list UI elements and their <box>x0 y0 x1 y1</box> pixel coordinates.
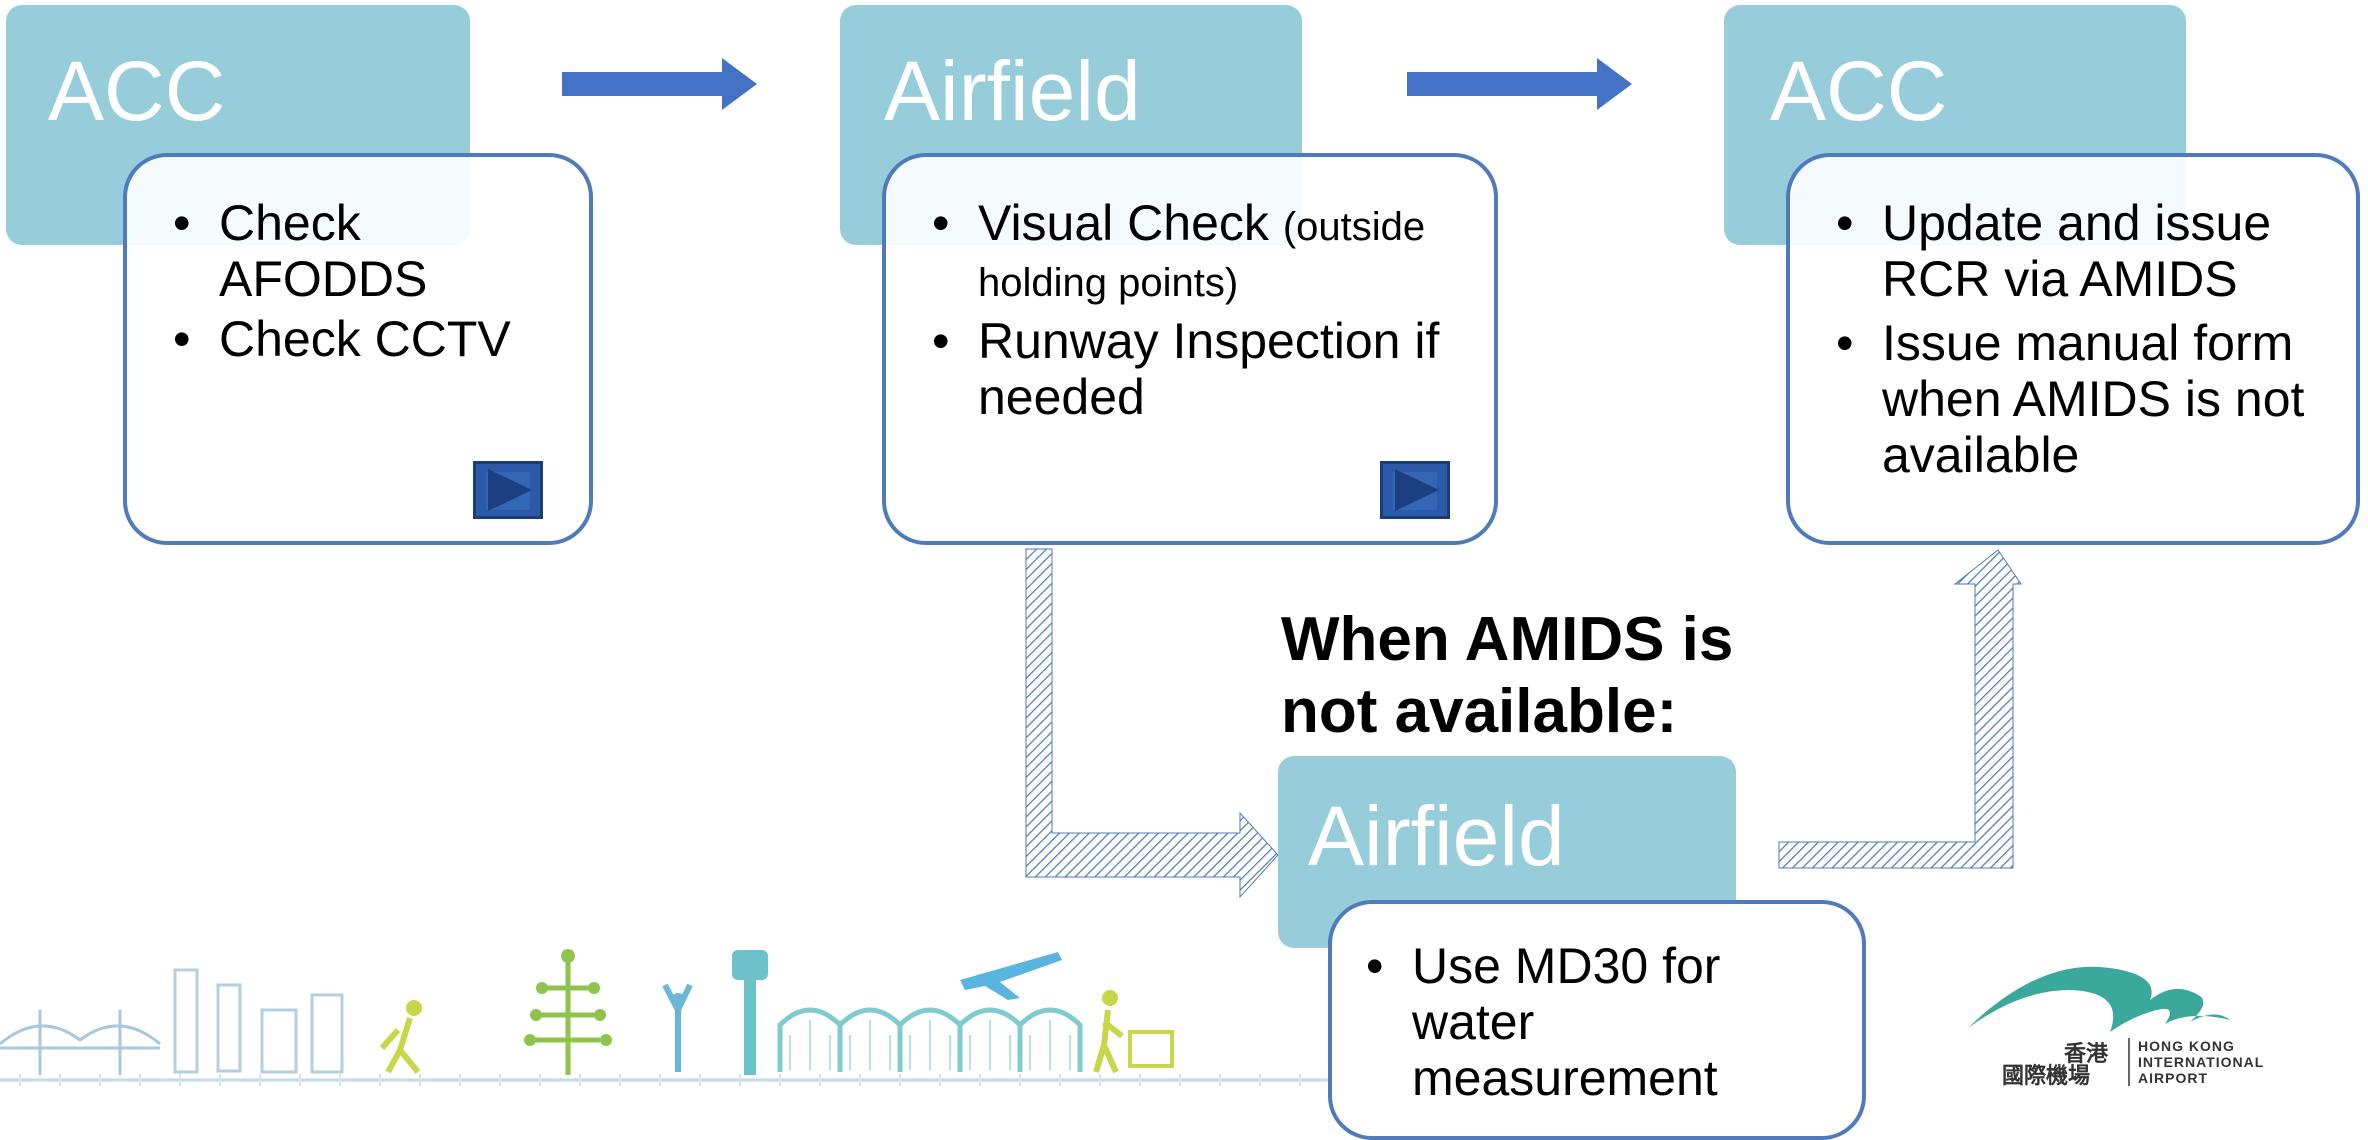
flow-arrow-1 <box>562 58 757 110</box>
logo-divider <box>2128 1038 2130 1086</box>
detour-arrow-down <box>1025 548 1279 899</box>
hkia-logo: 香港 國際機場 HONG KONG INTERNATIONAL AIRPORT <box>1960 940 2320 1100</box>
alternate-list: Use MD30 for water measurement <box>1366 938 1842 1106</box>
step1-header-label: ACC <box>48 44 226 138</box>
flow-arrow-2 <box>1407 58 1632 110</box>
logo-english-2: INTERNATIONAL <box>2138 1054 2265 1070</box>
step3-item-2: Issue manual form when AMIDS is not avai… <box>1836 315 2336 483</box>
step2-item-1-main: Visual Check <box>978 195 1269 251</box>
step2-next-button[interactable] <box>1380 461 1450 519</box>
step1-item-2: Check CCTV <box>173 311 569 367</box>
step3-item-1: Update and issue RCR via AMIDS <box>1836 195 2336 307</box>
logo-chinese-1: 香港 <box>2064 1041 2109 1066</box>
step3-box: Update and issue RCR via AMIDS Issue man… <box>1786 153 2360 545</box>
step1-list: Check AFODDS Check CCTV <box>173 195 569 367</box>
step3-list: Update and issue RCR via AMIDS Issue man… <box>1836 195 2336 483</box>
step2-header-label: Airfield <box>884 44 1141 138</box>
step2-item-2: Runway Inspection if needed <box>932 313 1474 425</box>
step1-box: Check AFODDS Check CCTV <box>123 153 593 545</box>
step2-box: Visual Check (outside holding points) Ru… <box>882 153 1498 545</box>
step2-item-1-note: (outside holding points) <box>978 205 1426 305</box>
alternate-box: Use MD30 for water measurement <box>1328 900 1866 1140</box>
step2-item-1: Visual Check (outside holding points) <box>932 195 1474 307</box>
detour-arrow-up <box>1778 549 2022 869</box>
hkia-logo-mark <box>1968 966 2230 1032</box>
logo-english-3: AIRPORT <box>2138 1070 2208 1086</box>
step2-list: Visual Check (outside holding points) Ru… <box>932 195 1474 425</box>
step3-header-label: ACC <box>1770 44 1948 138</box>
logo-chinese-2: 國際機場 <box>2002 1063 2091 1088</box>
alternate-item-1: Use MD30 for water measurement <box>1366 938 1762 1106</box>
airport-skyline-illustration <box>0 949 1330 1086</box>
logo-english-1: HONG KONG <box>2138 1038 2235 1054</box>
alternate-condition: When AMIDS is not available: <box>1281 605 1734 746</box>
alternate-header-label: Airfield <box>1308 789 1565 883</box>
step1-item-1: Check AFODDS <box>173 195 569 307</box>
step1-next-button[interactable] <box>473 461 543 519</box>
